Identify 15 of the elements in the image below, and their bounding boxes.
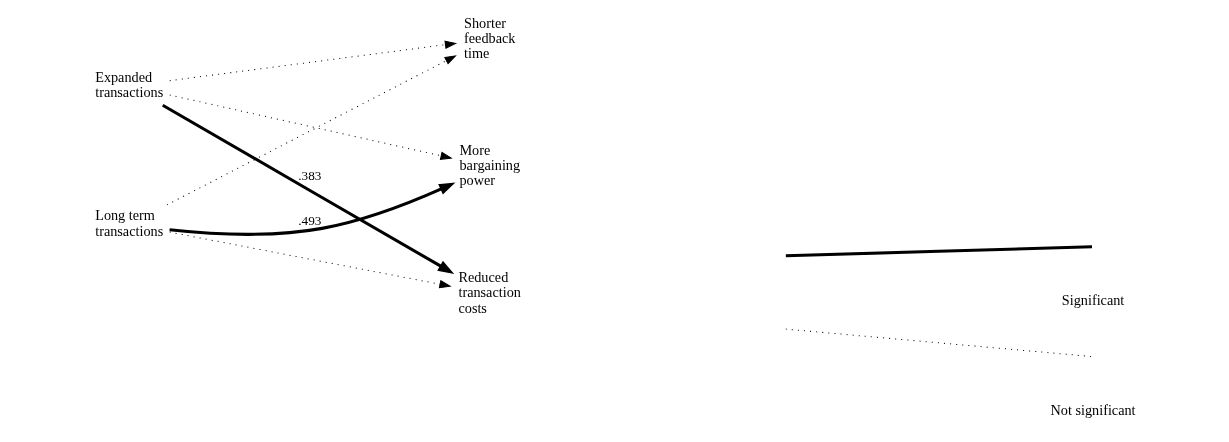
- arrow: [168, 40, 457, 82]
- node-text: Long term transactions: [94, 207, 163, 239]
- node-text: Expanded transactions: [94, 69, 163, 101]
- edge-label: .383: [297, 167, 321, 183]
- arrow: [168, 94, 453, 160]
- node-text: More bargaining power: [458, 141, 520, 189]
- legend-label: Significant: [1061, 292, 1124, 309]
- arrow: [166, 55, 457, 206]
- legend-label: Not significant: [1050, 402, 1136, 419]
- node-text: Reduced transaction costs: [457, 269, 521, 316]
- arrow: [161, 103, 454, 274]
- node-text: Shorter feedback time: [463, 14, 515, 62]
- arrow: [168, 182, 455, 236]
- arrow: [168, 231, 452, 289]
- edge-label: .493: [297, 212, 321, 228]
